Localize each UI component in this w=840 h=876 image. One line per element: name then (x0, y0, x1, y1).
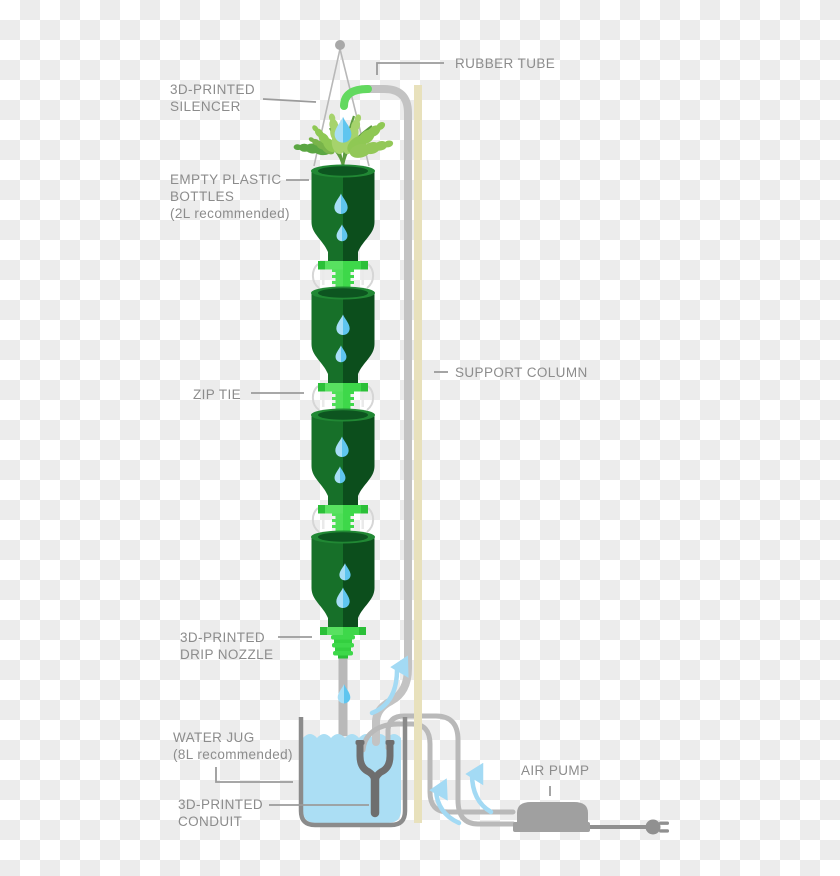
leader-silencer (262, 98, 317, 103)
water-jug-outline (298, 717, 408, 828)
label-drip-nozzle: 3D-PRINTED DRIP NOZZLE (180, 630, 274, 662)
support-column (414, 85, 422, 823)
label-silencer: 3D-PRINTED SILENCER (170, 82, 256, 114)
zip-tie-joint-2 (311, 382, 375, 411)
label-zip-tie: ZIP TIE (193, 387, 242, 402)
air-tube-outer (385, 713, 516, 827)
air-tube-inner (360, 721, 516, 815)
silencer-tube (340, 85, 372, 110)
label-conduit: 3D-PRINTED CONDUIT (178, 797, 264, 829)
label-air-pump: AIR PUMP (521, 763, 590, 778)
label-rubber-tube: RUBBER TUBE (455, 56, 556, 71)
leader-lines (215, 62, 551, 806)
air-tubes (360, 713, 516, 827)
power-plug-icon (645, 819, 669, 835)
hanger-hook-icon (335, 40, 345, 50)
water-drop (334, 116, 352, 143)
zip-tie-joint-1 (311, 260, 375, 289)
airflow-arrow-icon (429, 778, 462, 826)
leader-water-jug (215, 767, 293, 783)
air-pump (513, 802, 590, 832)
conduit (355, 740, 395, 818)
zip-tie-joint-3 (311, 504, 375, 533)
drip-nozzle (320, 627, 366, 659)
airflow-arrow-icon (369, 655, 409, 716)
airflow-arrows (369, 655, 494, 826)
label-support-column: SUPPORT COLUMN (455, 365, 588, 380)
label-bottles: EMPTY PLASTIC BOTTLES (2L recommended) (170, 172, 290, 221)
airflow-arrow-icon (465, 762, 494, 815)
leader-rubber-tube (376, 62, 444, 75)
label-water-jug: WATER JUG (8L recommended) (173, 730, 293, 762)
